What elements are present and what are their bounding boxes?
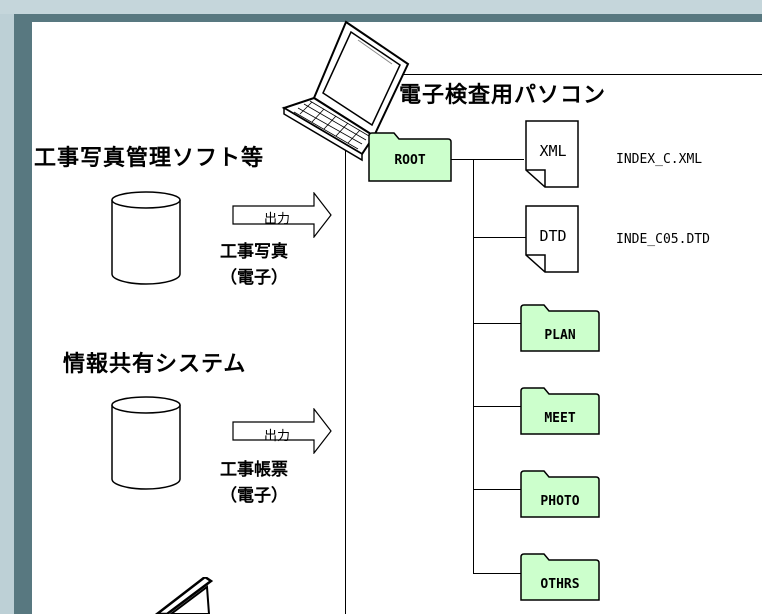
folder-icon [520, 553, 600, 601]
filename-xml: INDEX_C.XML [616, 152, 703, 167]
photo-software-title: 工事写真管理ソフト等 [34, 146, 265, 171]
folder-meet[interactable]: MEET [520, 385, 600, 435]
folder-icon [520, 470, 600, 518]
folder-icon [520, 304, 600, 352]
info-output-label-line1: 工事帳票 [220, 460, 288, 480]
info-system-title: 情報共有システム [63, 352, 247, 377]
laptop-icon [281, 20, 410, 162]
document-icon [525, 120, 579, 188]
folder-photo[interactable]: PHOTO [520, 468, 600, 518]
tree-connector [450, 159, 524, 160]
folder-label: PLAN [544, 328, 576, 343]
window-frame-inner-top [14, 14, 762, 22]
file-type-label: DTD [539, 227, 567, 245]
pc-region-left-border [345, 74, 346, 614]
photo-output-label-line1: 工事写真 [220, 242, 288, 262]
database-icon [111, 396, 181, 490]
tree-branch [473, 489, 521, 490]
window-frame-left [14, 14, 32, 614]
document-icon [525, 205, 579, 273]
folder-icon [368, 132, 452, 182]
file-xml[interactable]: XML [525, 120, 579, 188]
info-output-label-line2: （電子） [220, 486, 288, 506]
file-type-label: XML [539, 142, 567, 160]
folder-label: OTHRS [540, 577, 580, 592]
tree-branch [473, 406, 521, 407]
filename-dtd: INDE_C05.DTD [616, 232, 710, 247]
pc-title: 電子検査用パソコン [399, 83, 607, 108]
folder-othrs[interactable]: OTHRS [520, 551, 600, 601]
tree-branch [473, 323, 521, 324]
output-arrow-label: 出力 [264, 212, 291, 227]
output-arrow-label: 出力 [264, 429, 291, 444]
folder-icon [520, 387, 600, 435]
tree-branch [473, 573, 521, 574]
folder-label: PHOTO [540, 494, 580, 509]
output-arrow [232, 408, 332, 454]
tree-branch [473, 237, 527, 238]
database-icon [111, 191, 181, 285]
photo-output-label-line2: （電子） [220, 268, 288, 288]
partial-arrow-icon [154, 577, 214, 614]
folder-root[interactable]: ROOT [368, 130, 452, 182]
folder-label: ROOT [394, 153, 426, 168]
folder-plan[interactable]: PLAN [520, 302, 600, 352]
output-arrow [232, 192, 332, 238]
window-frame-top [0, 0, 762, 14]
folder-label: MEET [544, 411, 576, 426]
tree-trunk [473, 159, 474, 573]
diagram-canvas: 電子検査用パソコン 工事写真管理ソフト等 出力 工事写真 （電子） 情報共有シス… [32, 20, 762, 614]
file-dtd[interactable]: DTD [525, 205, 579, 273]
pc-region-top-border [345, 74, 762, 75]
